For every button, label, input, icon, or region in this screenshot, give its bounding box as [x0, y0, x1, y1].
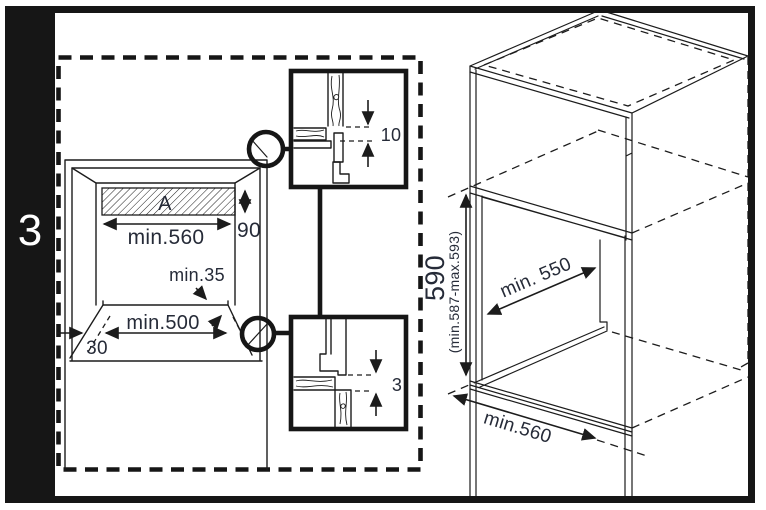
gap-extension-lines — [348, 374, 372, 392]
callout-circle-bottom — [239, 315, 277, 353]
hidden-adjacent-cabinet-lines — [447, 57, 749, 457]
side-panel-section — [327, 72, 344, 127]
oven-flange-section — [333, 132, 344, 163]
label-oven-trim: A — [158, 193, 172, 215]
dashed-boundary — [56, 55, 423, 472]
detail-view-bottom: 3 — [288, 314, 409, 432]
cabinet-right-front-edge — [624, 235, 633, 498]
label-niche-height: 590 — [420, 255, 450, 301]
frame-right — [748, 6, 755, 503]
page-frame: 3 — [5, 6, 755, 503]
corner-clearance-pointer-2 — [207, 314, 223, 330]
callout-circle-top — [246, 129, 286, 169]
oven-trim-hatch-area — [101, 187, 236, 216]
cabinet-isometric-view: 590 (min.587-max.593) min. 550 min.560 — [420, 9, 749, 498]
label-niche-height-range: (min.587-max.593) — [446, 231, 462, 354]
dim-niche-width-arrow — [452, 393, 597, 441]
oven-front-section — [319, 318, 347, 376]
top-board-section — [293, 127, 327, 141]
gap-extension-lines — [340, 126, 372, 142]
label-base-width: min.500 — [126, 312, 199, 334]
label-side-angle: 30 — [86, 338, 108, 359]
trim-board-section — [293, 140, 332, 149]
dim-niche-depth-arrow — [486, 267, 597, 315]
wood-grain — [330, 74, 341, 127]
panel-thickness-lines — [469, 15, 745, 119]
niche-ceiling-front-edge — [469, 185, 633, 241]
niche-outer-frame — [69, 167, 263, 362]
niche-shelf-side-edge — [475, 326, 608, 388]
niche-front-view: A min.560 90 min.35 min.500 30 — [57, 138, 269, 471]
detail-callouts — [239, 129, 323, 353]
wood-grain — [295, 129, 325, 138]
upper-cabinet-right-edge — [625, 112, 633, 241]
cabinet-front-panel — [64, 159, 268, 471]
front-panel-section — [334, 389, 352, 428]
niche-back-wall-edge-and-notch — [599, 239, 608, 331]
mounting-bracket-section — [332, 161, 350, 184]
wood-grain — [339, 391, 348, 426]
detail-box-border — [288, 314, 409, 432]
label-corner-clearance: min.35 — [169, 265, 225, 285]
label-trim-height: 90 — [237, 219, 261, 242]
shelf-board-section — [293, 376, 336, 391]
corner-clearance-pointer-1 — [192, 285, 208, 301]
wood-grain — [295, 379, 334, 388]
perspective-diagonals — [71, 167, 261, 184]
step-number-bar — [5, 6, 55, 503]
step-number: 3 — [18, 206, 42, 255]
detail-box-border — [288, 68, 409, 190]
frame-bottom — [55, 496, 755, 503]
section-corner-marks — [245, 138, 269, 348]
label-top-gap: 10 — [381, 125, 402, 145]
detail-view-top: 10 — [288, 68, 409, 190]
label-niche-width: min.560 — [128, 226, 205, 249]
label-bottom-gap: 3 — [392, 375, 402, 395]
frame-top — [55, 6, 755, 13]
